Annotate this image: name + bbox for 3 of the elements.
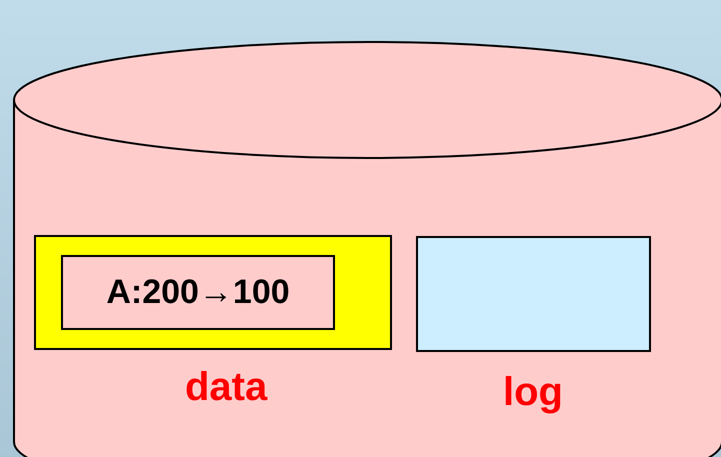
value-box: A:200→100 xyxy=(61,255,335,330)
box-label: data xyxy=(185,367,268,407)
box-label: log xyxy=(503,372,563,412)
